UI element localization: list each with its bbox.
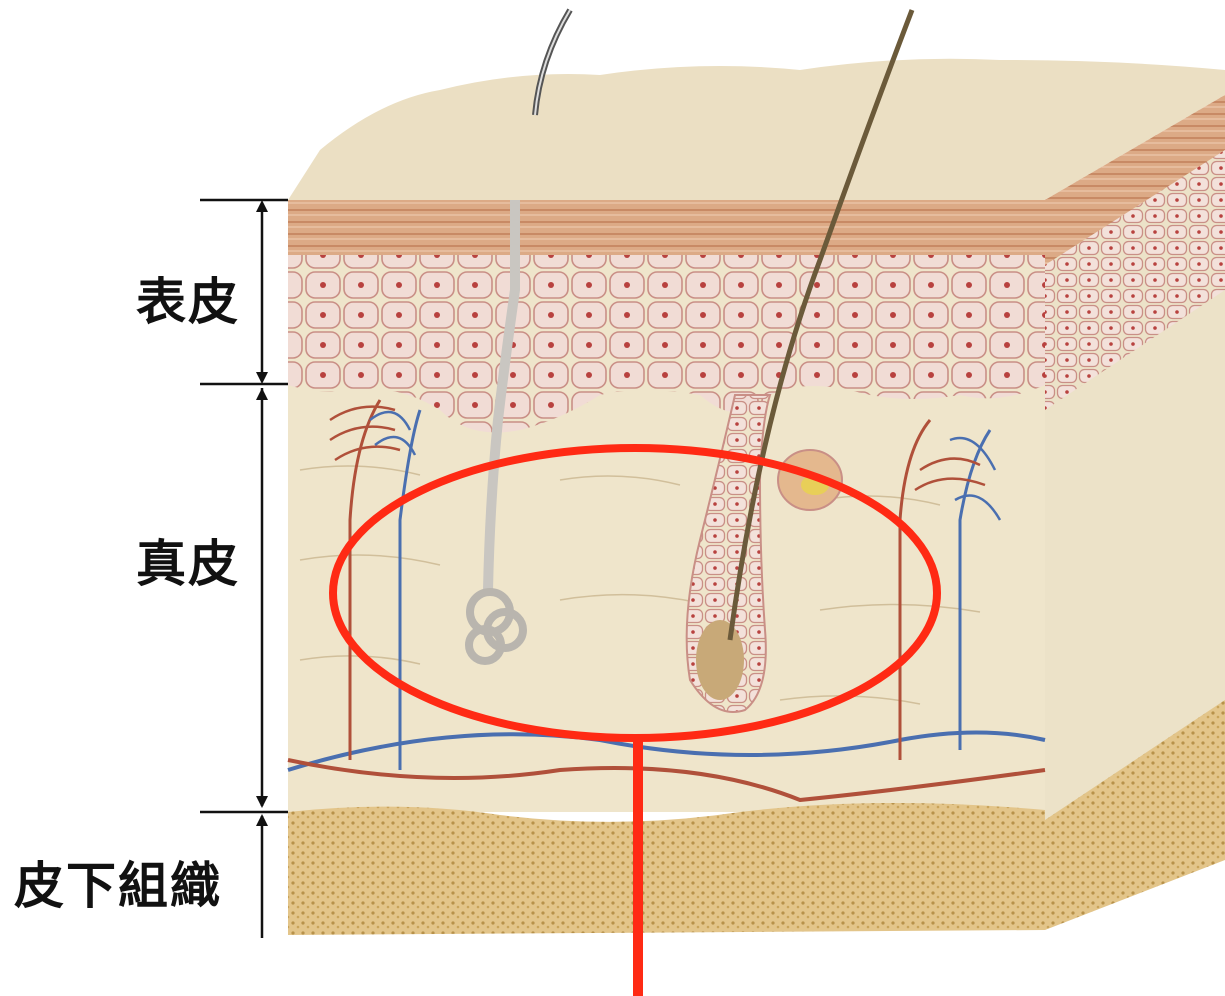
label-subcutaneous-tissue: 皮下組織	[14, 846, 222, 918]
stratum-corneum	[288, 200, 1045, 255]
hair-bulb	[696, 620, 744, 700]
subcutaneous-fat	[288, 803, 1045, 935]
label-epidermis: 表皮	[136, 262, 240, 334]
label-dermis: 真皮	[136, 524, 240, 596]
